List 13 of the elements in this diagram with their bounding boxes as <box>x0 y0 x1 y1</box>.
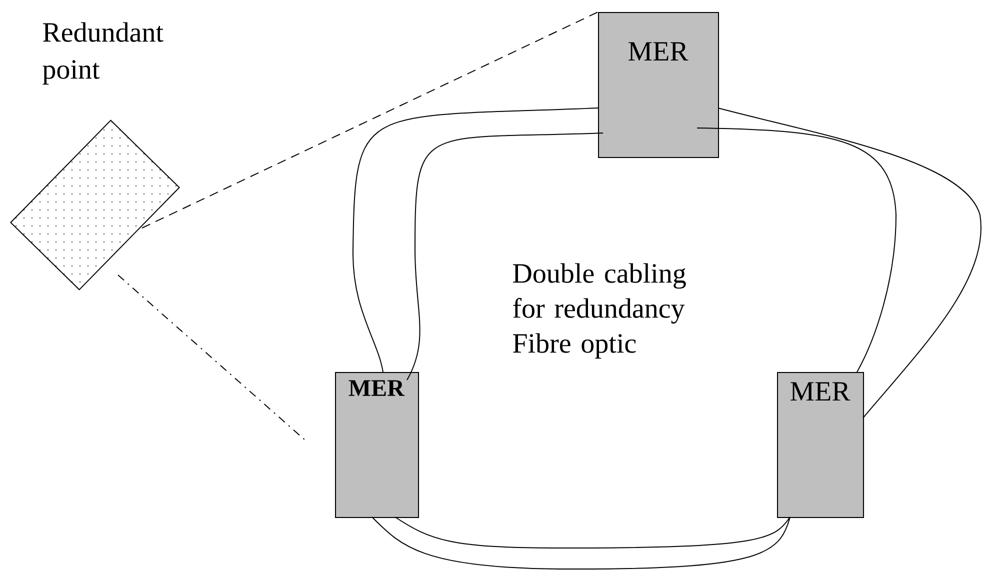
node-label: Redundant point <box>42 22 164 85</box>
cable <box>352 108 598 372</box>
note-text: Double cabling for redundancy Fibre optic <box>513 263 686 359</box>
leader-line <box>118 274 306 440</box>
leader-line <box>142 12 598 228</box>
mer-box: MER <box>598 12 719 158</box>
cable <box>394 516 790 548</box>
mer-box: MER <box>335 372 419 518</box>
cable <box>372 516 790 570</box>
mer-box: MER <box>777 372 864 518</box>
cable <box>718 108 982 418</box>
cable <box>406 132 604 380</box>
cable <box>696 128 897 372</box>
